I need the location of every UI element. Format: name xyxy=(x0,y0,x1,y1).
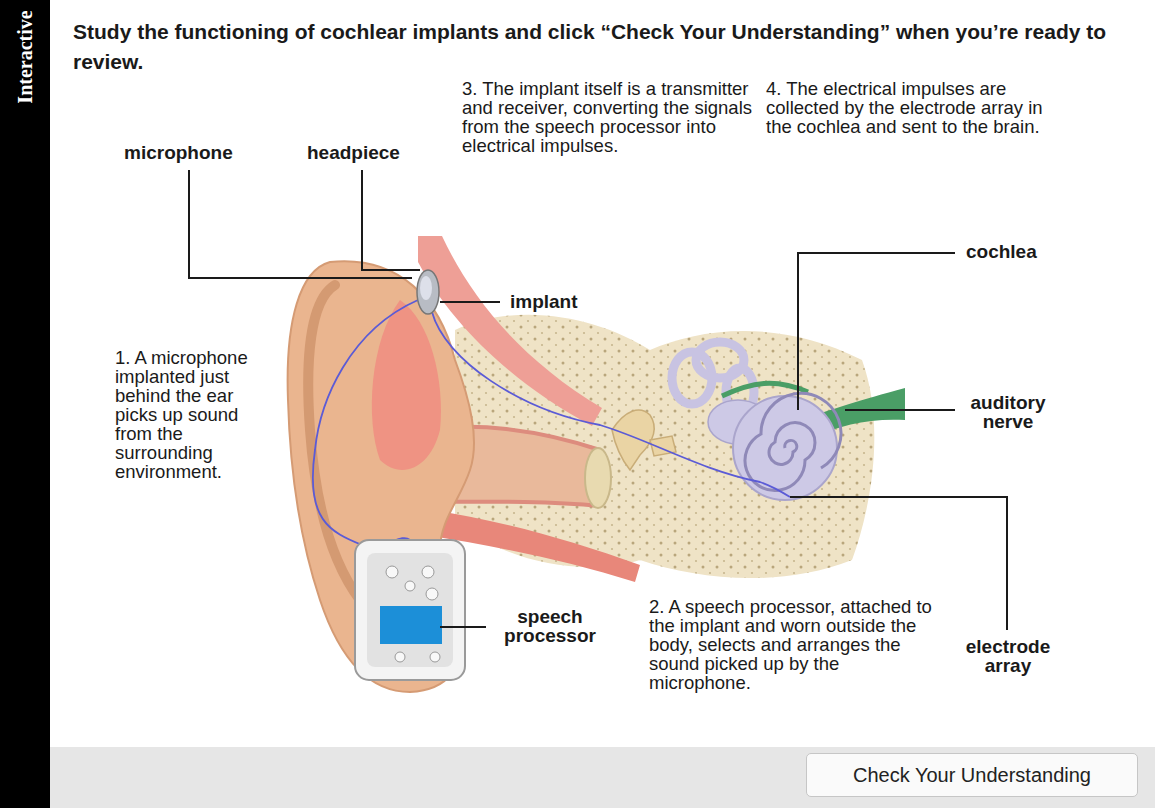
leader-lines-part xyxy=(362,170,420,270)
part-label: auditory nerve xyxy=(943,393,1073,431)
step-note: 1. A microphone implanted just behind th… xyxy=(115,348,275,481)
leader-lines-part xyxy=(845,409,955,411)
speech-processor-device-part xyxy=(405,581,415,591)
implant-device-part xyxy=(432,312,790,497)
part-label: headpiece xyxy=(307,143,400,162)
step-note: 3. The implant itself is a transmitter a… xyxy=(462,79,754,155)
button-label: Check Your Understanding xyxy=(853,764,1091,787)
implant-device xyxy=(313,270,790,547)
speech-processor-device-part xyxy=(355,540,465,680)
part-label: electrode array xyxy=(943,637,1073,675)
part-label: speech processor xyxy=(490,607,610,645)
part-label: cochlea xyxy=(966,242,1037,261)
implant-device-part xyxy=(417,270,439,314)
part-label: microphone xyxy=(124,143,233,162)
page-title: Study the functioning of cochlear implan… xyxy=(73,17,1145,77)
action-button: Check Your Understanding xyxy=(806,753,1138,797)
inner-ear-part xyxy=(745,393,841,490)
speech-processor-device-part xyxy=(386,566,398,578)
implant-device-part xyxy=(420,276,432,300)
leader-lines-part xyxy=(189,170,412,278)
leader-lines-part xyxy=(440,626,486,628)
middle-ear-part xyxy=(585,448,611,508)
inner-ear xyxy=(672,342,905,500)
step-note: 4. The electrical impulses are collected… xyxy=(766,79,1058,136)
speech-processor-device xyxy=(355,540,465,680)
speech-processor-device-part xyxy=(395,652,405,662)
middle-ear-part xyxy=(612,410,654,470)
tab-label: Interactive xyxy=(14,10,36,103)
footer-bar xyxy=(50,747,1155,808)
speech-processor-device-part xyxy=(426,588,438,600)
speech-processor-device-part xyxy=(380,606,442,644)
side-tab: Interactive xyxy=(0,0,50,808)
step-note: 2. A speech processor, attached to the i… xyxy=(649,597,941,692)
implant-device-part xyxy=(313,300,418,547)
outer-ear-part xyxy=(372,300,441,470)
speech-processor-device-part xyxy=(430,652,440,662)
leader-lines xyxy=(189,170,1007,630)
part-label: implant xyxy=(510,292,578,311)
leader-lines-part xyxy=(440,301,500,303)
speech-processor-device-part xyxy=(367,553,453,667)
speech-processor-device-part xyxy=(422,566,434,578)
leader-lines-part xyxy=(798,253,955,410)
